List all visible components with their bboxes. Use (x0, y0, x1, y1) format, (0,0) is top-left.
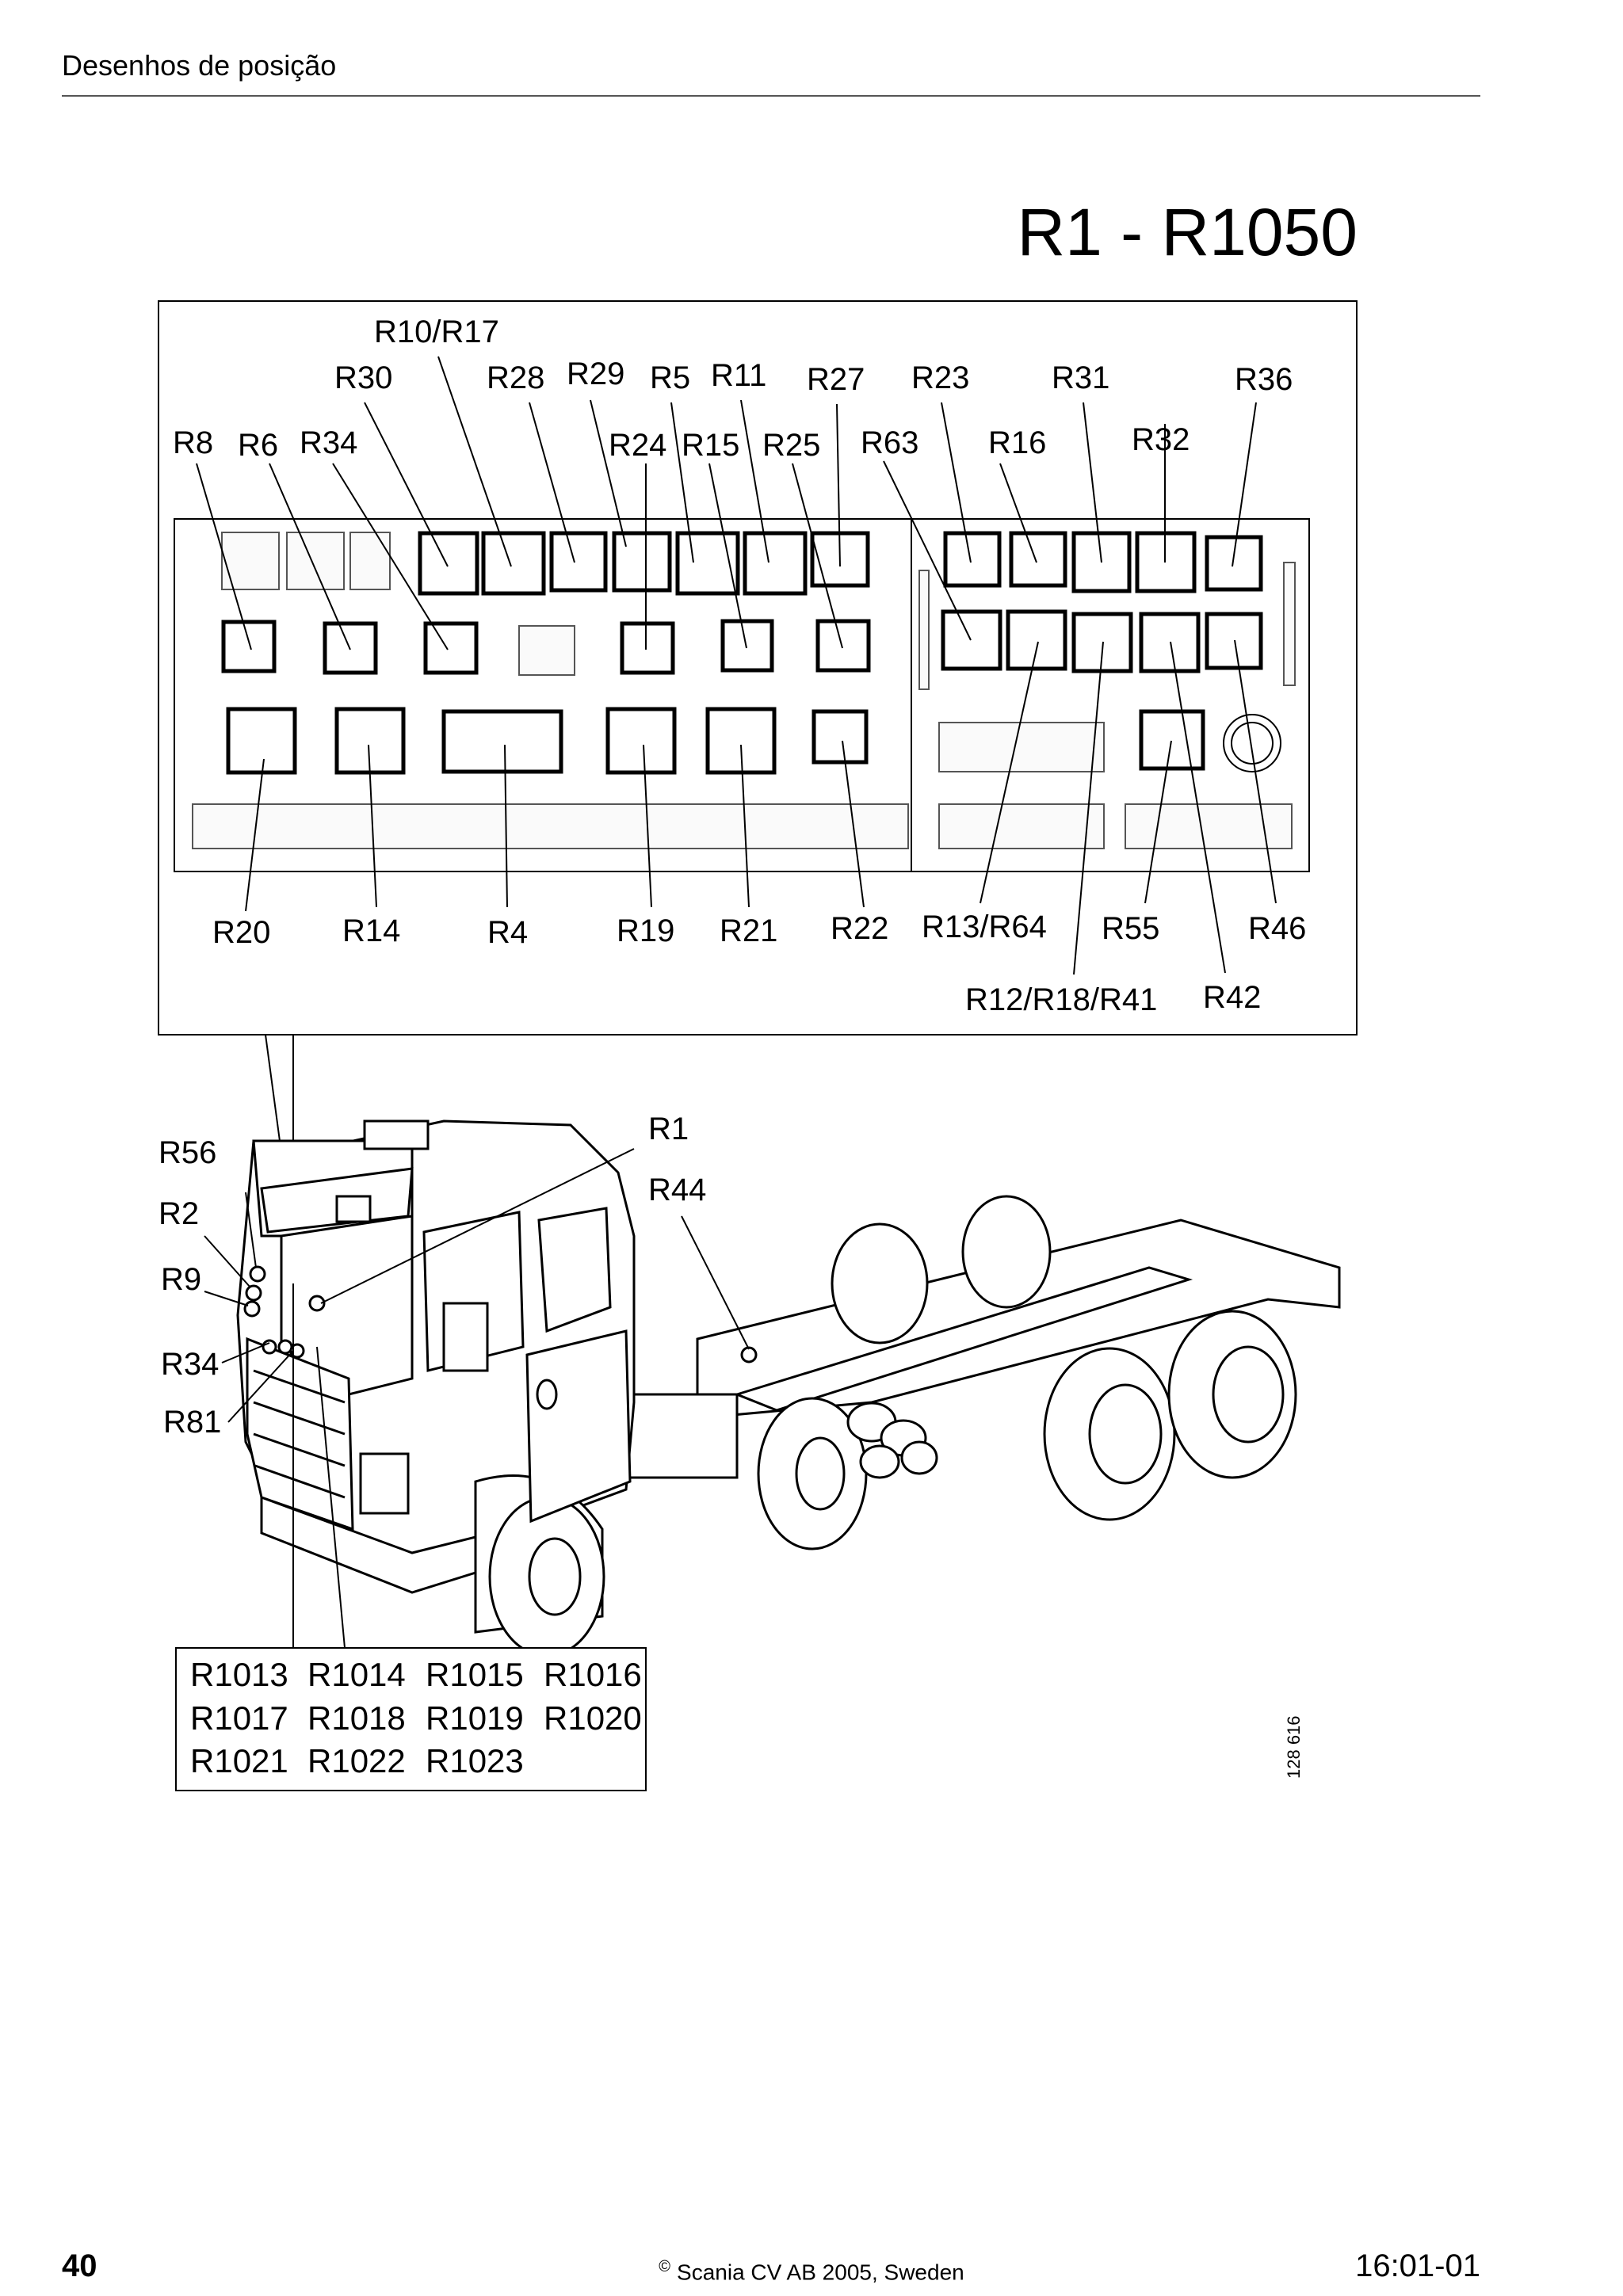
label-R2: R2 (158, 1196, 199, 1231)
truck-labels: R56 R2 R9 R34 R81 R1 R44 (158, 1112, 706, 1440)
label-R13-R64: R13/R64 (922, 910, 1047, 944)
relay-boxes (221, 531, 1263, 775)
label-R44: R44 (648, 1173, 706, 1207)
label-R12-R18-R41: R12/R18/R41 (965, 982, 1157, 1017)
label-R21: R21 (720, 913, 777, 948)
section-title: Desenhos de posição (62, 49, 337, 82)
label-R32: R32 (1132, 422, 1190, 457)
doc-code: 16:01-01 (1355, 2248, 1480, 2283)
label-R42: R42 (1203, 980, 1261, 1015)
label-R14: R14 (342, 913, 400, 948)
label-R4: R4 (487, 915, 528, 950)
label-R63: R63 (861, 425, 918, 460)
panel-leader-lines (196, 356, 1257, 650)
relay-table-cells: R1013 R1014 R1015 R1016 R1017 R1018 R101… (190, 1656, 642, 1779)
label-R16: R16 (988, 425, 1046, 460)
figure-number: 128 616 (1284, 1715, 1304, 1779)
label-R27: R27 (807, 362, 865, 397)
truck-leader-lines (204, 1148, 750, 1649)
label-R10-R17: R10/R17 (374, 315, 499, 349)
copyright-symbol: © (659, 2258, 671, 2275)
relay-cell: R1023 (426, 1742, 524, 1779)
label-R29: R29 (567, 357, 624, 391)
relay-table (175, 1647, 647, 1791)
central-unit (174, 518, 1310, 872)
relay-cell: R1015 (426, 1656, 524, 1693)
label-R6: R6 (238, 428, 278, 463)
label-R31: R31 (1052, 360, 1109, 395)
label-R30: R30 (334, 360, 392, 395)
relay-cell: R1017 (190, 1699, 288, 1737)
header-rule (62, 95, 1480, 97)
relay-cell: R1014 (307, 1656, 406, 1693)
label-R19: R19 (617, 913, 674, 948)
truck-illustration (236, 1119, 1341, 1657)
label-R34-panel: R34 (300, 425, 357, 460)
relay-cell: R1019 (426, 1699, 524, 1737)
label-R36: R36 (1235, 362, 1293, 397)
label-R9: R9 (161, 1262, 201, 1297)
label-R28: R28 (487, 360, 544, 395)
label-R1: R1 (648, 1112, 689, 1146)
copyright-text: Scania CV AB 2005, Sweden (677, 2260, 964, 2285)
page-number: 40 (62, 2248, 97, 2283)
label-R25: R25 (762, 428, 820, 463)
panel-labels-top: R10/R17 R30 R28 R29 R5 R11 R27 R23 R31 R… (173, 315, 1293, 463)
relay-cell: R1022 (307, 1742, 406, 1779)
relay-cell: R1021 (190, 1742, 288, 1779)
relay-cell: R1020 (544, 1699, 642, 1737)
relay-cell: R1016 (544, 1656, 642, 1693)
label-R81: R81 (163, 1405, 221, 1440)
label-R24: R24 (609, 428, 666, 463)
copyright: © Scania CV AB 2005, Sweden (0, 2258, 1623, 2285)
label-R8: R8 (173, 425, 213, 460)
label-R46: R46 (1248, 911, 1306, 946)
label-R23: R23 (911, 360, 969, 395)
label-R22: R22 (831, 911, 888, 946)
relay-cell: R1018 (307, 1699, 406, 1737)
label-R11: R11 (711, 358, 766, 393)
label-R56: R56 (158, 1135, 216, 1170)
page-title: R1 - R1050 (1017, 195, 1358, 269)
panel-leader-lines-bottom (245, 639, 1277, 975)
relay-cell: R1013 (190, 1656, 288, 1693)
empty-slots (192, 532, 1296, 849)
label-R20: R20 (212, 915, 270, 950)
label-R55: R55 (1102, 911, 1159, 946)
panel-labels-bottom: R20 R14 R4 R19 R21 R22 R13/R64 R55 R46 R… (212, 910, 1306, 1017)
label-R15: R15 (682, 428, 739, 463)
label-R34-truck: R34 (161, 1347, 219, 1382)
panel-frame (158, 300, 1358, 1035)
label-R5: R5 (650, 360, 690, 395)
